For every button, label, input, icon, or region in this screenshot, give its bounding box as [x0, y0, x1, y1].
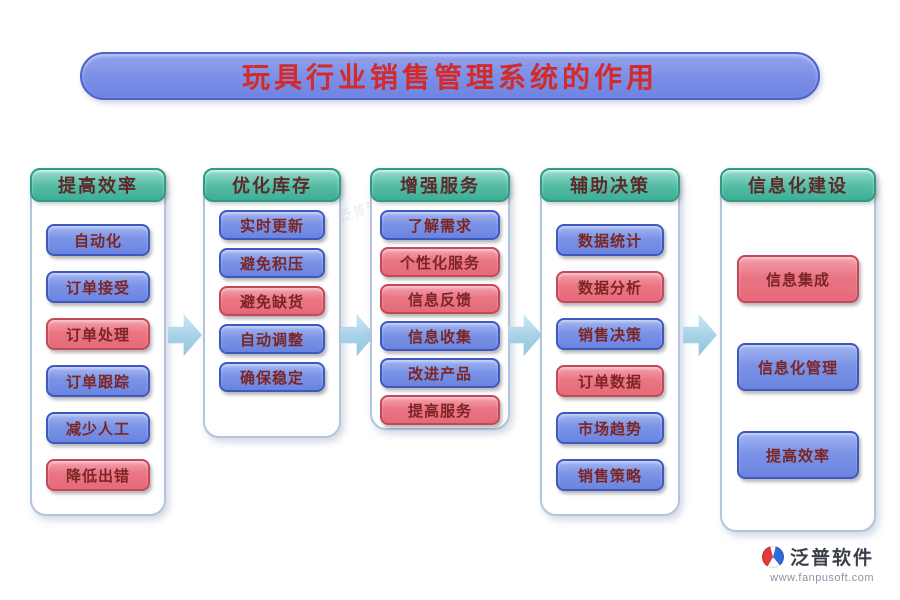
item-button: 数据分析: [556, 271, 664, 303]
column-header: 信息化建设: [720, 168, 876, 202]
item-button: 订单处理: [46, 318, 150, 350]
item-button: 避免缺货: [219, 286, 325, 316]
column-efficiency: 提高效率 自动化 订单接受 订单处理 订单跟踪 减少人工 降低出错: [30, 168, 166, 516]
item-button: 信息收集: [380, 321, 500, 351]
flow-arrow-icon: [683, 313, 717, 357]
column-header: 辅助决策: [540, 168, 680, 202]
flow-arrow-icon: [168, 313, 202, 357]
flow-arrow-icon: [508, 313, 542, 357]
column-decision: 辅助决策 数据统计 数据分析 销售决策 订单数据 市场趋势 销售策略: [540, 168, 680, 516]
item-button: 改进产品: [380, 358, 500, 388]
item-button: 销售策略: [556, 459, 664, 491]
page-title: 玩具行业销售管理系统的作用: [80, 52, 820, 100]
column-header: 增强服务: [370, 168, 510, 202]
item-button: 个性化服务: [380, 247, 500, 277]
brand-footer: 泛普软件 www.fanpusoft.com: [761, 543, 874, 584]
item-button: 降低出错: [46, 459, 150, 491]
brand-url: www.fanpusoft.com: [770, 572, 874, 584]
item-button: 了解需求: [380, 210, 500, 240]
item-button: 提高服务: [380, 395, 500, 425]
item-button: 市场趋势: [556, 412, 664, 444]
item-button: 订单接受: [46, 271, 150, 303]
column-informatization: 信息化建设 信息集成 信息化管理 提高效率: [720, 168, 876, 532]
item-button: 自动调整: [219, 324, 325, 354]
item-button: 避免积压: [219, 248, 325, 278]
column-items: 了解需求 个性化服务 信息反馈 信息收集 改进产品 提高服务: [372, 210, 508, 425]
item-button: 订单数据: [556, 365, 664, 397]
column-header: 优化库存: [203, 168, 341, 202]
column-items: 信息集成 信息化管理 提高效率: [722, 255, 874, 479]
item-button: 信息化管理: [737, 343, 859, 391]
item-button: 减少人工: [46, 412, 150, 444]
item-button: 信息集成: [737, 255, 859, 303]
brand-name: 泛普软件: [789, 547, 874, 569]
item-button: 信息反馈: [380, 284, 500, 314]
column-items: 自动化 订单接受 订单处理 订单跟踪 减少人工 降低出错: [32, 224, 164, 491]
column-header: 提高效率: [30, 168, 166, 202]
item-button: 自动化: [46, 224, 150, 256]
item-button: 数据统计: [556, 224, 664, 256]
item-button: 订单跟踪: [46, 365, 150, 397]
fanpu-logo-icon: [761, 545, 784, 568]
item-button: 确保稳定: [219, 362, 325, 392]
column-items: 数据统计 数据分析 销售决策 订单数据 市场趋势 销售策略: [542, 224, 678, 491]
column-service: 增强服务 了解需求 个性化服务 信息反馈 信息收集 改进产品 提高服务: [370, 168, 510, 430]
column-items: 实时更新 避免积压 避免缺货 自动调整 确保稳定: [205, 210, 339, 392]
item-button: 提高效率: [737, 431, 859, 479]
column-inventory: 优化库存 实时更新 避免积压 避免缺货 自动调整 确保稳定: [203, 168, 341, 438]
item-button: 销售决策: [556, 318, 664, 350]
item-button: 实时更新: [219, 210, 325, 240]
